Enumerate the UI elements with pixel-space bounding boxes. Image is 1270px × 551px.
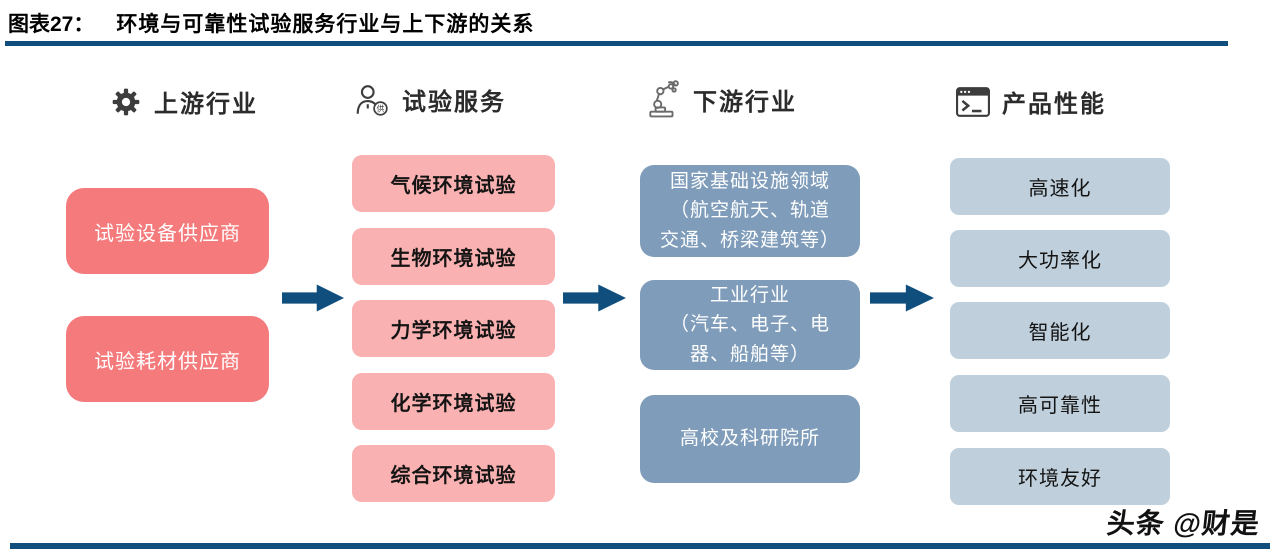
upstream-box-consumables-supplier: 试验耗材供应商 [66,316,269,402]
flow-arrow-downstream-to-performance [870,284,934,312]
column-header-downstream: 下游行业 [645,80,797,118]
column-title-downstream: 下游行业 [693,89,797,116]
column-header-upstream: 上游行业 [110,84,258,119]
bottom-divider [10,543,1270,549]
flow-arrow-services-to-downstream [563,284,626,312]
flow-arrow-upstream-to-services [282,284,344,312]
column-header-services: 供 试验服务 [354,82,506,117]
terminal-icon [956,86,990,117]
performance-box-high-speed: 高速化 [950,158,1170,215]
performance-box-eco-friendly: 环境友好 [950,448,1170,505]
column-title-performance: 产品性能 [1002,92,1106,118]
person-badge-label: 供 [377,103,385,113]
service-box-chemical-test: 化学环境试验 [352,373,555,430]
service-box-biological-test: 生物环境试验 [352,228,555,285]
gear-icon [110,86,142,118]
figure-label: 图表27： [8,13,95,36]
service-box-comprehensive-test: 综合环境试验 [352,445,555,502]
column-header-performance: 产品性能 [956,84,1106,119]
performance-box-high-reliability: 高可靠性 [950,375,1170,432]
service-box-mechanical-test: 力学环境试验 [352,300,555,357]
robot-arm-icon [645,80,681,118]
downstream-box-industrial: 工业行业 （汽车、电子、电 器、船舶等） [640,280,860,370]
downstream-box-infrastructure: 国家基础设施领域 （航空航天、轨道 交通、桥梁建筑等） [640,165,860,257]
service-box-climate-test: 气候环境试验 [352,155,555,212]
downstream-box-universities: 高校及科研院所 [640,395,860,483]
performance-box-intelligent: 智能化 [950,302,1170,359]
column-title-upstream: 上游行业 [154,92,258,118]
column-title-services: 试验服务 [402,90,506,116]
title-divider [5,41,1228,46]
figure-title: 环境与可靠性试验服务行业与上下游的关系 [116,13,535,36]
figure-title-row: 图表27： 环境与可靠性试验服务行业与上下游的关系 [8,8,534,38]
performance-box-high-power: 大功率化 [950,230,1170,287]
watermark-text: 头条 @财是 [1105,508,1262,539]
upstream-box-equipment-supplier: 试验设备供应商 [66,188,269,274]
person-supplier-icon: 供 [354,83,390,117]
